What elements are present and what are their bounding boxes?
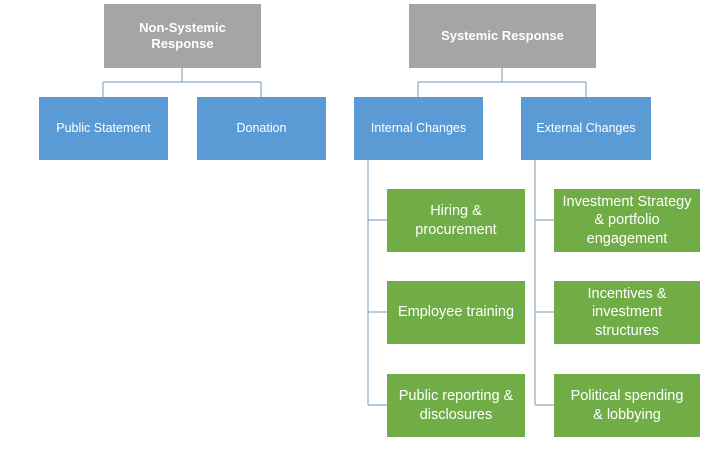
political-spending-lobbying-node: Political spending & lobbying (554, 374, 700, 437)
systemic-response-node: Systemic Response (409, 4, 596, 68)
investment-strategy-node: Investment Strategy & portfolio engageme… (554, 189, 700, 252)
public-reporting-disclosures-node: Public reporting & disclosures (387, 374, 525, 437)
incentives-investment-structures-node: Incentives & investment structures (554, 281, 700, 344)
employee-training-node: Employee training (387, 281, 525, 344)
hiring-procurement-node: Hiring & procurement (387, 189, 525, 252)
public-statement-node: Public Statement (39, 97, 168, 160)
donation-node: Donation (197, 97, 326, 160)
non-systemic-response-node: Non-Systemic Response (104, 4, 261, 68)
internal-changes-node: Internal Changes (354, 97, 483, 160)
external-changes-node: External Changes (521, 97, 651, 160)
